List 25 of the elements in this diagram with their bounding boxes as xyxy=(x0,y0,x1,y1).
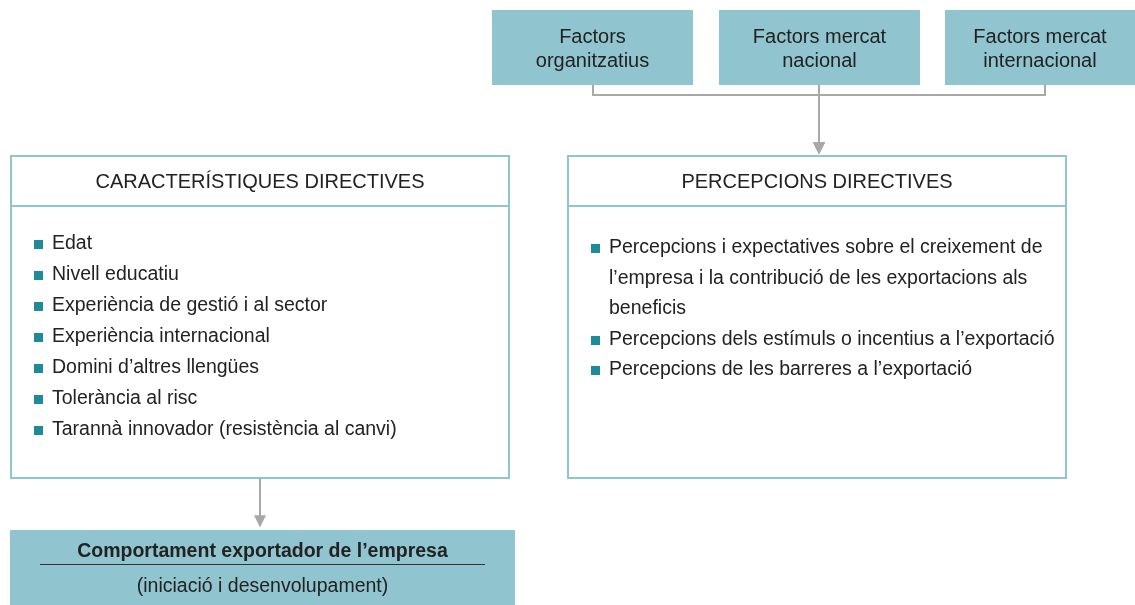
box-label: Factors mercat internacional xyxy=(972,23,1108,72)
bullet-item: Experiència internacional xyxy=(34,320,498,351)
panel-heading: PERCEPCIONS DIRECTIVES xyxy=(681,169,953,193)
bullet-item: Tolerància al risc xyxy=(34,382,498,413)
bullet-item: Edat xyxy=(34,227,498,258)
list-panel xyxy=(567,155,1067,479)
result-title: Comportament exportador de l’empresa xyxy=(40,536,485,565)
connector-arrow xyxy=(254,478,266,528)
result-subtitle: (iniciació i desenvolupament) xyxy=(135,573,390,598)
bullet-item: Nivell educatiu xyxy=(34,258,498,289)
box-label: Factors mercat nacional xyxy=(751,23,888,72)
box-label: Factors organitzatius xyxy=(534,23,651,72)
list-panel xyxy=(10,155,510,479)
bullet-item: Tarannà innovador (resistència al canvi) xyxy=(34,413,498,444)
bullet-item: Percepcions i expectatives sobre el creixement de l’empresa i la contribució de les exportacions als beneficis xyxy=(591,231,1055,323)
factor-box xyxy=(492,10,693,85)
panel-heading: CARACTERÍSTIQUES DIRECTIVES xyxy=(95,169,425,193)
result-box xyxy=(10,530,515,605)
bullet-item: Experiència de gestió i al sector xyxy=(34,289,498,320)
bullet-item: Percepcions dels estímuls o incentius a l’exportació xyxy=(591,322,1055,353)
connector-arrow xyxy=(813,84,1046,155)
bullet-item: Domini d’altres llengües xyxy=(34,351,498,382)
factor-box xyxy=(719,10,920,85)
bullet-item: Percepcions de les barreres a l’exportació xyxy=(591,353,1055,384)
factor-box xyxy=(945,10,1135,85)
